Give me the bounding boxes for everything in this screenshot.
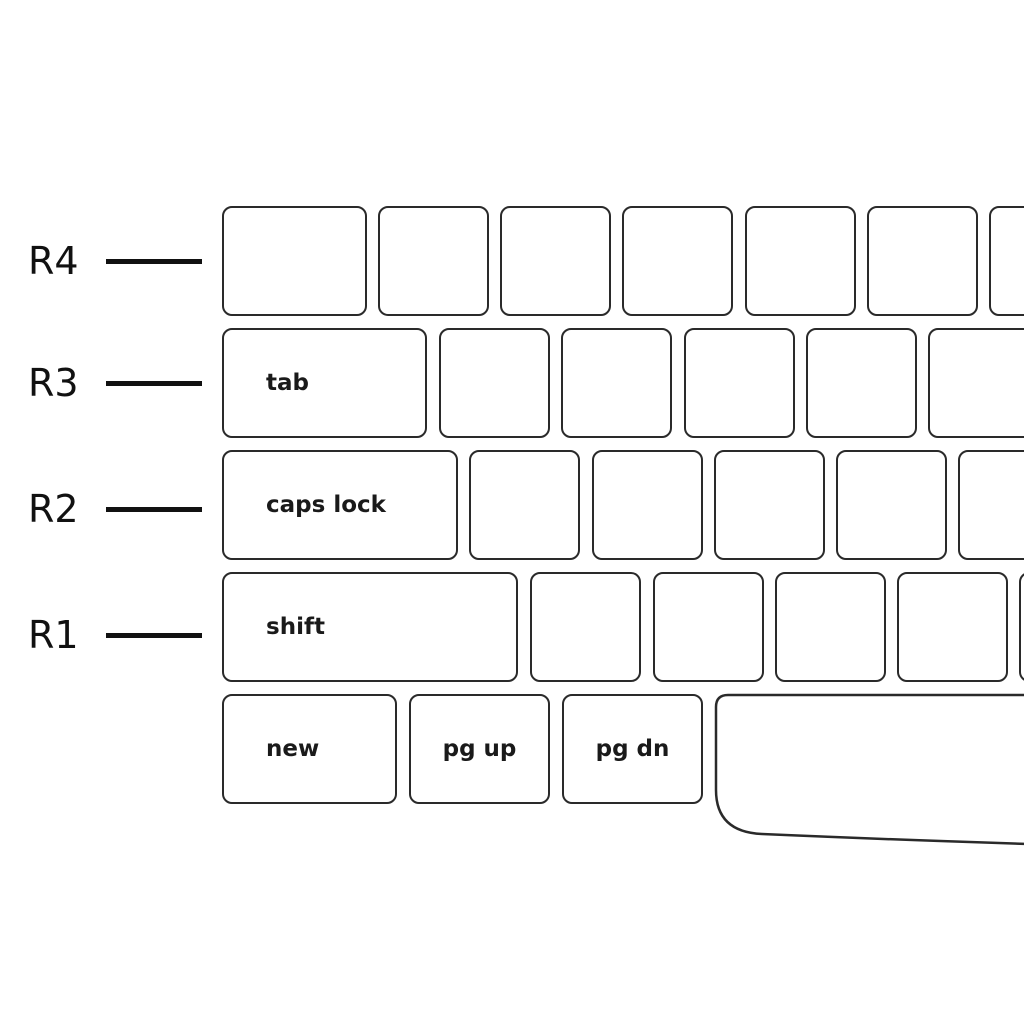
key-r1-2	[530, 572, 641, 682]
key-r4-6	[867, 206, 978, 316]
key-new-label: new	[266, 736, 320, 762]
key-tab: tab	[222, 328, 427, 438]
key-r4-7	[989, 206, 1024, 316]
key-r3-3	[561, 328, 672, 438]
key-pg-up: pg up	[409, 694, 550, 804]
key-r1-4	[775, 572, 886, 682]
key-r3-6	[928, 328, 1024, 438]
key-r2-3	[592, 450, 703, 560]
row-label-r2: R2	[28, 487, 79, 531]
row-tick-r2	[106, 507, 202, 512]
row-tick-r1	[106, 633, 202, 638]
key-new: new	[222, 694, 397, 804]
key-r4-1	[222, 206, 367, 316]
key-r2-5	[836, 450, 947, 560]
key-r4-4	[622, 206, 733, 316]
row-label-r4: R4	[28, 239, 79, 283]
key-pg-dn-label: pg dn	[595, 736, 670, 762]
key-r2-4	[714, 450, 825, 560]
key-r3-4	[684, 328, 795, 438]
key-caps-lock-label: caps lock	[266, 492, 386, 518]
row-label-r1: R1	[28, 613, 79, 657]
key-pg-up-label: pg up	[442, 736, 517, 762]
key-r1-5	[897, 572, 1008, 682]
key-r2-6	[958, 450, 1024, 560]
key-r2-2	[469, 450, 580, 560]
key-r4-2	[378, 206, 489, 316]
row-tick-r3	[106, 381, 202, 386]
spacebar-outline	[714, 693, 1024, 846]
key-r4-3	[500, 206, 611, 316]
key-shift: shift	[222, 572, 518, 682]
key-pg-dn: pg dn	[562, 694, 703, 804]
key-tab-label: tab	[266, 370, 309, 396]
key-r1-3	[653, 572, 764, 682]
key-r3-5	[806, 328, 917, 438]
row-tick-r4	[106, 259, 202, 264]
key-r3-2	[439, 328, 550, 438]
key-caps-lock: caps lock	[222, 450, 458, 560]
row-label-r3: R3	[28, 361, 79, 405]
key-shift-label: shift	[266, 614, 325, 640]
key-r4-5	[745, 206, 856, 316]
